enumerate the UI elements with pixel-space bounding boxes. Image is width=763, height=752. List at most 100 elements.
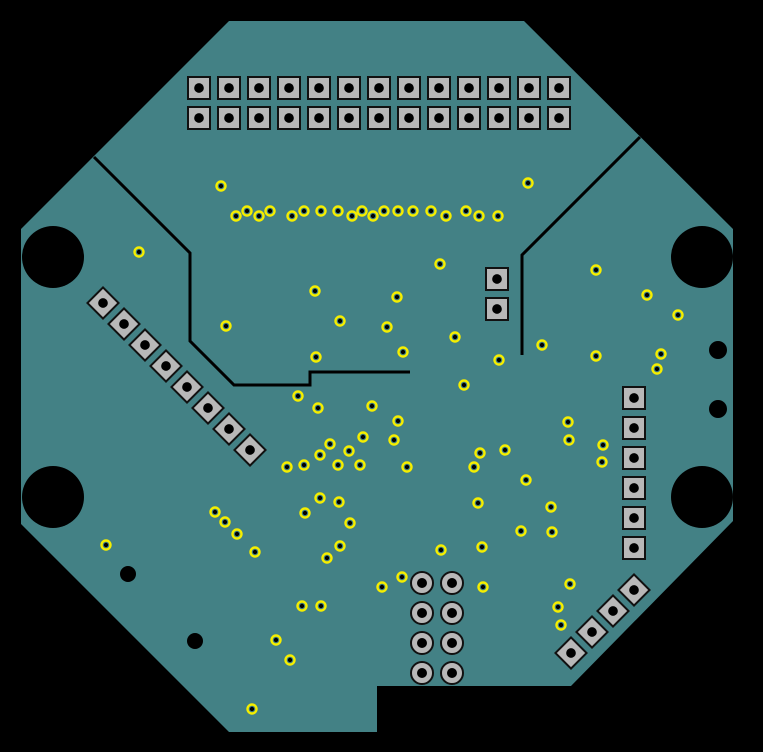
header-pad: [277, 106, 301, 130]
header-pad: [457, 76, 481, 100]
pad-small: [485, 267, 509, 291]
diagonal-pad-right: [575, 615, 609, 649]
via: [309, 285, 321, 297]
header-pad: [457, 106, 481, 130]
side-pad: [622, 386, 646, 410]
via: [392, 205, 404, 217]
header-pad: [217, 106, 241, 130]
small-hole: [709, 400, 727, 418]
via: [324, 438, 336, 450]
via: [333, 496, 345, 508]
diagonal-pad-right: [596, 594, 630, 628]
header-pad: [247, 76, 271, 100]
via: [391, 291, 403, 303]
via: [468, 461, 480, 473]
via: [562, 416, 574, 428]
via: [215, 180, 227, 192]
via: [367, 210, 379, 222]
round-pad: [410, 631, 434, 655]
side-pad: [622, 446, 646, 470]
via: [564, 578, 576, 590]
header-pad: [337, 76, 361, 100]
via: [241, 205, 253, 217]
via: [492, 210, 504, 222]
via: [315, 600, 327, 612]
header-pad: [217, 76, 241, 100]
round-pad: [440, 631, 464, 655]
via: [472, 497, 484, 509]
header-pad: [367, 106, 391, 130]
via: [298, 205, 310, 217]
via: [343, 445, 355, 457]
via: [100, 539, 112, 551]
via: [366, 400, 378, 412]
via: [449, 331, 461, 343]
side-pad: [622, 536, 646, 560]
mounting-hole-bottom-right: [671, 466, 733, 528]
via: [376, 581, 388, 593]
side-pad: [622, 416, 646, 440]
via: [357, 431, 369, 443]
small-hole: [187, 633, 203, 649]
via: [334, 540, 346, 552]
via: [381, 321, 393, 333]
via: [597, 439, 609, 451]
diagonal-pad-left: [233, 433, 267, 467]
via: [590, 350, 602, 362]
via: [332, 205, 344, 217]
via: [354, 459, 366, 471]
header-pad: [397, 76, 421, 100]
via: [249, 546, 261, 558]
round-pad: [410, 661, 434, 685]
diagonal-pad-right: [554, 636, 588, 670]
header-pad: [367, 76, 391, 100]
via: [396, 571, 408, 583]
small-hole: [709, 341, 727, 359]
via: [392, 415, 404, 427]
header-pad: [517, 76, 541, 100]
via: [284, 654, 296, 666]
via: [563, 434, 575, 446]
mounting-hole-bottom-left: [22, 466, 84, 528]
via: [477, 581, 489, 593]
via: [536, 339, 548, 351]
via: [378, 205, 390, 217]
via: [458, 379, 470, 391]
via: [651, 363, 663, 375]
vias: [100, 177, 684, 715]
diagonal-pin-pads: [86, 286, 651, 670]
via: [315, 205, 327, 217]
via: [334, 315, 346, 327]
via: [499, 444, 511, 456]
via: [299, 507, 311, 519]
via: [435, 544, 447, 556]
via: [425, 205, 437, 217]
header-pin-pads: [187, 76, 571, 321]
header-pad: [187, 106, 211, 130]
via: [460, 205, 472, 217]
copper-traces: [92, 135, 642, 387]
via: [655, 348, 667, 360]
header-pad: [397, 106, 421, 130]
via: [555, 619, 567, 631]
header-pad: [547, 106, 571, 130]
header-pad: [427, 106, 451, 130]
via: [286, 210, 298, 222]
via: [672, 309, 684, 321]
via: [388, 434, 400, 446]
via: [356, 205, 368, 217]
side-pad: [622, 506, 646, 530]
via: [314, 492, 326, 504]
via: [209, 506, 221, 518]
via: [440, 210, 452, 222]
pad-small: [485, 297, 509, 321]
via: [401, 461, 413, 473]
via: [321, 552, 333, 564]
via: [310, 351, 322, 363]
round-pad: [440, 661, 464, 685]
header-pad: [427, 76, 451, 100]
diagonal-pad-left: [149, 349, 183, 383]
via: [296, 600, 308, 612]
via: [515, 525, 527, 537]
via: [344, 517, 356, 529]
